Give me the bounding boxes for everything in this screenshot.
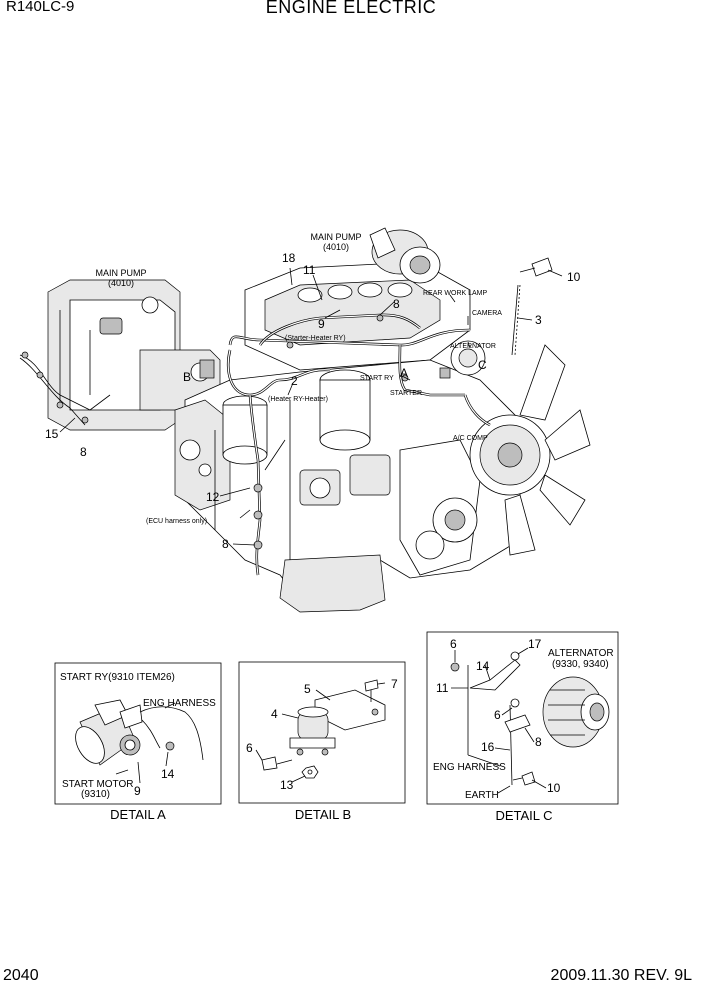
page-title: ENGINE ELECTRIC [265,0,437,17]
callout-2: 2 [291,374,298,388]
callout-8-left: 8 [80,445,87,459]
detail-marker-b: B [183,370,191,384]
rear-work-lamp-label: REAR WORK LAMP [423,290,488,297]
callout-15: 15 [45,427,59,441]
detail-marker-c: C [478,358,487,372]
detail-c-callout-11: 11 [436,681,449,695]
detail-c-earth: EARTH [465,790,499,801]
detail-a-box: START RY(9310 ITEM26) ENG HARNESS START … [54,662,222,805]
detail-c-callout-10: 10 [547,781,561,795]
detail-c-alternator-code: (9330, 9340) [552,659,609,670]
detail-c-alternator: ALTERNATOR [548,648,614,659]
callout-11: 11 [303,263,316,277]
detail-c-callout-17: 17 [528,637,542,651]
detail-c-callout-6-mid: 6 [494,708,501,722]
detail-a-start-motor-code: (9310) [81,789,110,800]
main-labels: MAIN PUMP (4010) MAIN PUMP (4010) REAR W… [45,232,581,551]
main-leader-lines [59,267,563,546]
detail-marker-a: A [400,366,408,380]
detail-c-box: ALTERNATOR (9330, 9340) ENG HARNESS EART… [426,631,619,805]
camera-label: CAMERA [472,310,502,317]
ac-comp-label: A/C COMP [453,435,488,442]
detail-c-eng-harness: ENG HARNESS [433,762,506,773]
detail-b-callout-6: 6 [246,741,253,755]
start-ry-label: START RY [360,375,394,382]
detail-a-callout-9: 9 [134,784,141,798]
callout-8-bottom: 8 [222,537,229,551]
detail-b-callout-5: 5 [304,682,311,696]
revision-date: 2009.11.30 REV. 9L [550,967,692,984]
detail-c-callout-16: 16 [481,740,495,754]
starter-label: STARTER [390,390,422,397]
detail-b-callout-13: 13 [280,778,294,792]
heater-ry-heater-label: (Heater RY-Heater) [268,396,328,403]
main-pump-left-label: MAIN PUMP [95,268,146,278]
alternator-label: ALTERNATOR [450,343,496,350]
detail-b-caption: DETAIL B [295,807,351,822]
engine-block [174,227,521,613]
main-pump-top-label: MAIN PUMP [310,232,361,242]
detail-c-callout-8: 8 [535,735,542,749]
fan-assembly [469,344,591,556]
callout-18: 18 [282,251,296,265]
model-code: R140LC-9 [6,0,75,15]
callout-12: 12 [206,490,220,504]
callout-3: 3 [535,313,542,327]
main-pump-left-code: (4010) [108,278,134,288]
callout-8-top: 8 [393,297,400,311]
detail-a-start-ry: START RY(9310 ITEM26) [60,672,175,683]
detail-c-caption: DETAIL C [495,808,552,823]
ecu-harness-label: (ECU harness only) [146,518,207,525]
main-pump-top-code: (4010) [323,242,349,252]
detail-a-eng-harness: ENG HARNESS [143,698,216,709]
alternator-main [450,340,486,376]
detail-c-callout-14: 14 [476,659,490,673]
detail-b-box: 5 7 4 6 13 [238,661,406,804]
callout-10: 10 [567,270,581,284]
detail-b-callout-4: 4 [271,707,278,721]
detail-a-caption: DETAIL A [110,807,166,822]
detail-c-callout-6-top: 6 [450,637,457,651]
detail-b-callout-7: 7 [391,677,398,691]
starter-heater-ry-label: (Starter-Heater RY) [285,335,346,342]
page-number: 2040 [3,967,39,984]
detail-a-start-motor: START MOTOR [62,779,134,790]
callout-9: 9 [318,317,325,331]
detail-a-callout-14: 14 [161,767,175,781]
